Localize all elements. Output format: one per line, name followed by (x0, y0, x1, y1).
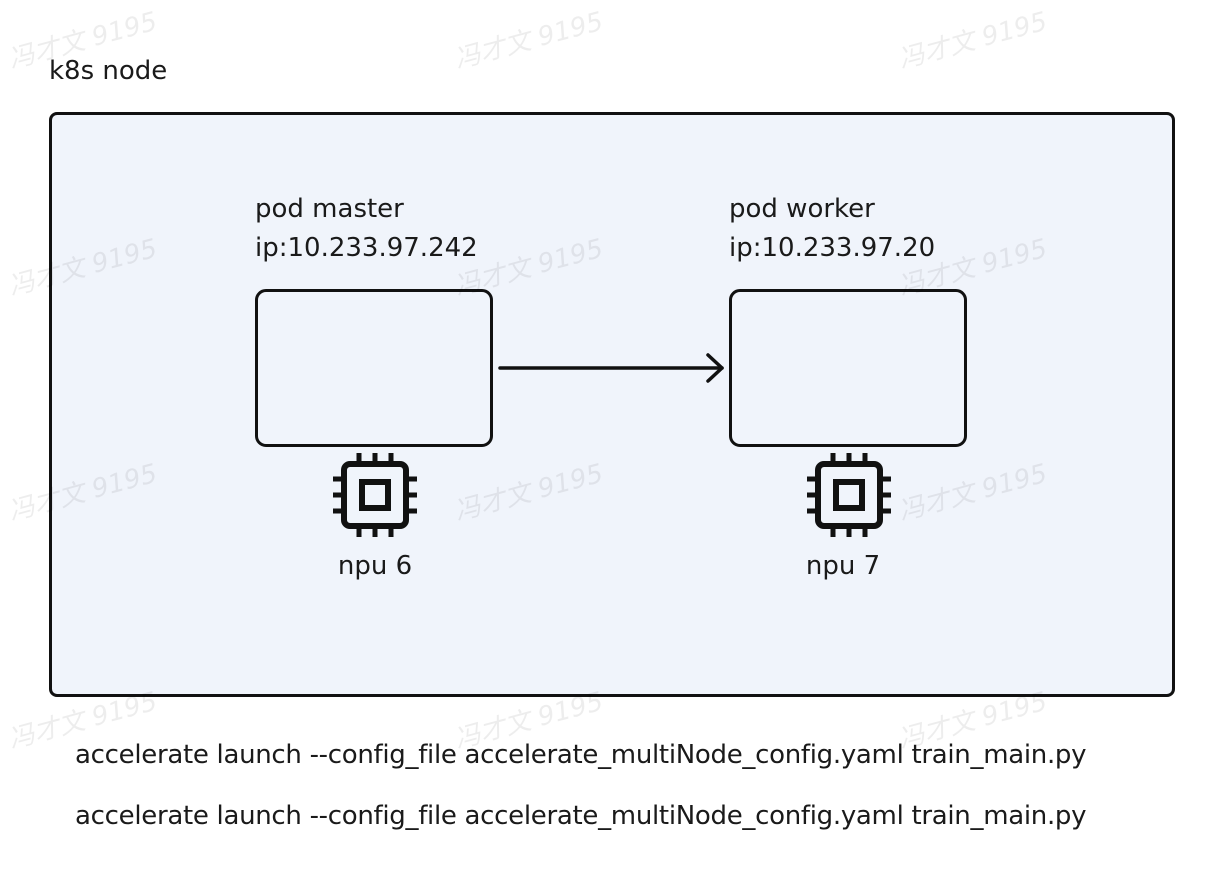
pod-master-box (255, 289, 493, 447)
watermark: 冯才文 9195 (451, 6, 607, 76)
k8s-node-container (49, 112, 1175, 697)
pod-worker-ip: ip:10.233.97.20 (729, 233, 936, 263)
pod-master-name: pod master (255, 194, 404, 224)
pod-master-ip: ip:10.233.97.242 (255, 233, 478, 263)
npu-worker-label: npu 7 (805, 551, 881, 581)
launch-command-master: accelerate launch --config_file accelera… (75, 740, 1087, 770)
launch-command-worker: accelerate launch --config_file accelera… (75, 801, 1087, 831)
pod-worker-box (729, 289, 967, 447)
npu-master-label: npu 6 (337, 551, 413, 581)
chip-icon (807, 453, 891, 537)
watermark: 冯才文 9195 (895, 6, 1051, 76)
k8s-node-title: k8s node (49, 56, 168, 86)
pod-worker-name: pod worker (729, 194, 875, 224)
chip-icon (333, 453, 417, 537)
connection-arrow (498, 353, 724, 383)
